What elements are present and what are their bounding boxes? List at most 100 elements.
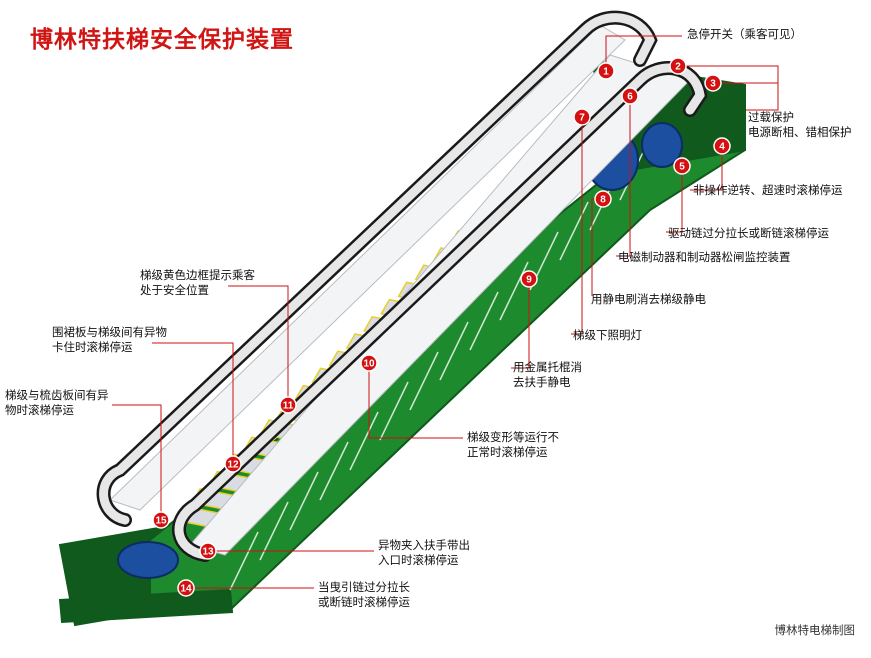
label-line: 围裙板与梯级间有异物 (52, 325, 167, 339)
marker-number: 6 (627, 92, 633, 103)
marker-number: 1 (603, 67, 609, 78)
marker-number: 11 (283, 401, 294, 412)
truss-brace (409, 351, 439, 411)
marker-number: 12 (227, 460, 239, 471)
marker-number: 5 (679, 162, 685, 173)
label-static-brush: 用静电刷消去梯级静电 (591, 292, 706, 307)
marker-10: 10 (360, 354, 378, 372)
marker-1: 1 (597, 62, 615, 80)
marker-circle (199, 542, 217, 560)
label-line: 卡住时滚梯停运 (52, 340, 133, 354)
marker-number: 4 (719, 142, 725, 153)
marker-13: 13 (199, 542, 217, 560)
label-drive-chain: 驱动链过分拉长或断链滚梯停运 (668, 226, 829, 241)
label-line: 非操作逆转、超速时滚梯停运 (693, 183, 843, 197)
marker-7: 7 (573, 108, 591, 126)
brake-drum (641, 122, 683, 168)
marker-11: 11 (279, 396, 297, 414)
label-line: 驱动链过分拉长或断链滚梯停运 (668, 226, 829, 240)
label-skirt: 围裙板与梯级间有异物 卡住时滚梯停运 (52, 325, 167, 355)
marker-number: 2 (675, 62, 681, 73)
truss-brace (319, 441, 349, 501)
handrail-right-face (174, 63, 705, 560)
leader-lines (112, 35, 779, 589)
marker-12: 12 (224, 455, 242, 473)
label-brake: 电磁制动器和制动器松闸监控装置 (618, 250, 791, 265)
marker-number: 13 (202, 547, 214, 558)
leader-line (511, 279, 530, 369)
marker-4: 4 (713, 137, 731, 155)
truss-brace (499, 261, 529, 321)
leader-line (678, 65, 779, 111)
marker-number: 3 (710, 79, 716, 90)
balustrade-glass-left (109, 24, 626, 511)
marker-number: 14 (180, 584, 192, 595)
marker-3: 3 (704, 74, 722, 92)
marker-14: 14 (177, 579, 195, 597)
label-line: 处于安全位置 (140, 283, 209, 297)
marker-number: 9 (526, 275, 532, 286)
leader-line (616, 96, 631, 257)
label-traction-chain: 当曳引链过分拉长 或断链时滚梯停运 (318, 580, 410, 610)
label-line: 用静电刷消去梯级静电 (591, 292, 706, 306)
marker-circle (594, 190, 612, 208)
marker-number: 15 (155, 516, 167, 527)
label-reverse-overspeed: 非操作逆转、超速时滚梯停运 (693, 183, 843, 198)
marker-2: 2 (669, 57, 687, 75)
truss-brace (349, 411, 379, 471)
label-emergency-stop: 急停开关（乘客可见） (687, 27, 802, 42)
marker-number: 7 (579, 113, 585, 124)
handrail-left-face (99, 13, 655, 525)
truss-brace (229, 531, 259, 591)
credit-caption: 博林特电梯制图 (774, 623, 856, 637)
label-line: 梯级与梳齿板间有异 (5, 388, 109, 402)
marker-15: 15 (152, 511, 170, 529)
marker-circle (279, 396, 297, 414)
truss-brace (289, 471, 319, 531)
label-overload: 过载保护 电源断相、错相保护 (748, 110, 852, 140)
label-line: 异物夹入扶手带出 (378, 538, 470, 552)
marker-circle (713, 137, 731, 155)
marker-circle (704, 74, 722, 92)
label-line: 梯级黄色边框提示乘客 (140, 268, 255, 282)
marker-5: 5 (673, 157, 691, 175)
marker-circle (621, 87, 639, 105)
label-line: 用金属托棍消 (513, 360, 582, 374)
truss-brace (439, 321, 469, 381)
leader-line (112, 404, 162, 520)
label-line: 过载保护 (748, 110, 794, 124)
label-line: 电源断相、错相保护 (748, 125, 852, 139)
marker-circle (520, 270, 538, 288)
label-metal-roller: 用金属托棍消 去扶手静电 (513, 360, 582, 390)
label-line: 去扶手静电 (513, 375, 571, 389)
marker-circle (669, 57, 687, 75)
marker-circle (224, 455, 242, 473)
marker-8: 8 (594, 190, 612, 208)
leader-line (368, 363, 463, 439)
label-line: 入口时滚梯停运 (378, 553, 459, 567)
page-title: 博林特扶梯安全保护装置 (30, 26, 294, 53)
label-step-light: 梯级下照明灯 (573, 328, 642, 343)
label-line: 物时滚梯停运 (5, 403, 74, 417)
marker-circle (673, 157, 691, 175)
marker-9: 9 (520, 270, 538, 288)
marker-circle (597, 62, 615, 80)
label-line: 急停开关（乘客可见） (687, 27, 802, 41)
leader-line (571, 117, 583, 335)
marker-circle (152, 511, 170, 529)
truss-brace (469, 291, 499, 351)
return-wheel (117, 541, 179, 579)
truss-base-lower (58, 588, 234, 624)
label-line: 电磁制动器和制动器松闸监控装置 (618, 250, 791, 264)
label-line: 梯级下照明灯 (573, 328, 642, 342)
leader-line (605, 35, 682, 71)
truss-brace (379, 381, 409, 441)
marker-circle (177, 579, 195, 597)
marker-number: 10 (363, 359, 375, 370)
label-handrail-inlet: 异物夹入扶手带出 入口时滚梯停运 (378, 538, 470, 568)
label-line: 正常时滚梯停运 (467, 445, 548, 459)
marker-circle (360, 354, 378, 372)
truss-brace (559, 201, 589, 261)
